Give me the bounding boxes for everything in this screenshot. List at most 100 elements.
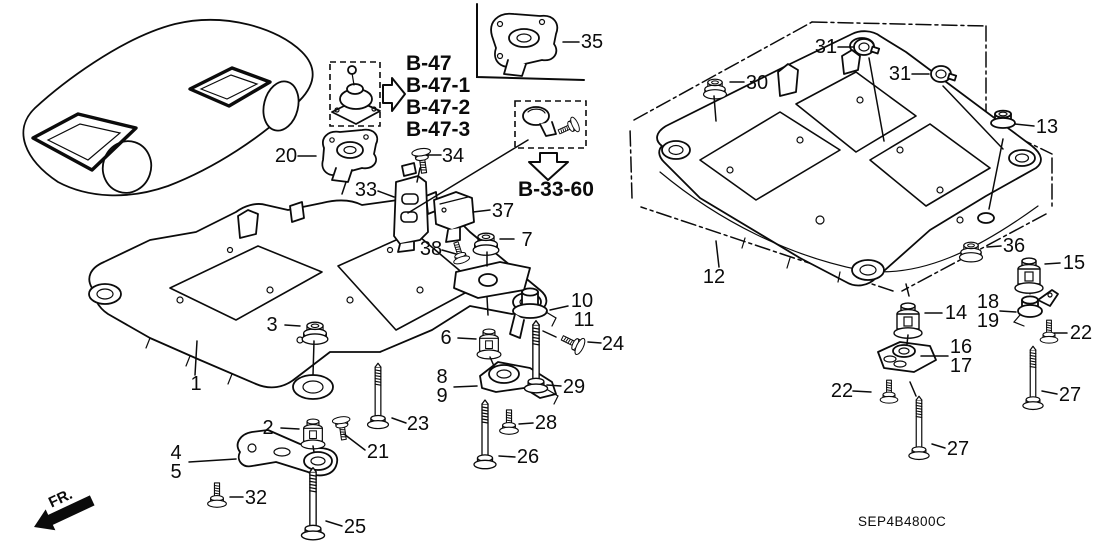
- leader-line: [986, 245, 1002, 248]
- callout-29: 29: [563, 376, 585, 398]
- callout-17: 17: [950, 355, 972, 377]
- bolt-25: [300, 467, 326, 541]
- callout-32: 32: [245, 487, 267, 509]
- bracket-35-drawing: [490, 12, 559, 77]
- callout-9: 9: [436, 385, 447, 407]
- leader-line: [906, 334, 909, 345]
- bolt-27-right: [1022, 345, 1044, 411]
- leader-line: [905, 283, 910, 297]
- leader-line: [931, 443, 946, 449]
- leader-line: [1014, 123, 1035, 127]
- leader-line: [549, 305, 569, 311]
- bolt-22-right: [1039, 319, 1059, 344]
- bracket-33-drawing: [393, 162, 429, 253]
- front-direction-marker: FR.: [34, 486, 95, 531]
- callout-21: 21: [367, 441, 389, 463]
- bolt-27-bottom: [908, 395, 930, 461]
- callout-18: 18: [977, 291, 999, 313]
- right-arrow-icon: [382, 77, 406, 112]
- corner-frame-lines: [476, 3, 585, 81]
- leader-line: [715, 240, 720, 268]
- callout-37: 37: [492, 200, 514, 222]
- arm-4-5-drawing: [236, 429, 339, 477]
- bolt-32: [207, 482, 227, 508]
- leader-line: [391, 417, 407, 424]
- callout-33: 33: [355, 179, 377, 201]
- ref-label-b47-2: B-47-2: [406, 96, 470, 119]
- leader-line: [988, 138, 1004, 210]
- callout-6: 6: [440, 327, 451, 349]
- leader-line: [325, 520, 343, 527]
- callout-5: 5: [170, 461, 181, 483]
- callout-22: 22: [1070, 322, 1092, 344]
- leader-line: [453, 385, 478, 388]
- mount-10-11-drawing: [509, 287, 557, 339]
- leader-line: [343, 433, 366, 451]
- ref-label-b47-1: B-47-1: [406, 74, 471, 97]
- callout-30: 30: [746, 72, 768, 94]
- grommet-7: [472, 232, 500, 256]
- ref-label-b47-3: B-47-3: [406, 118, 470, 141]
- callout-24: 24: [602, 333, 624, 355]
- vehicle-overview-drawing: [22, 19, 314, 197]
- callout-10: 10: [571, 290, 593, 312]
- sensor-reference-block: B-33-60: [514, 100, 594, 201]
- leader-line: [341, 181, 347, 195]
- leader-line: [284, 324, 301, 327]
- leader-line: [377, 190, 395, 198]
- bushing-14: [893, 302, 923, 339]
- bushing-2: [300, 418, 326, 450]
- callout-25: 25: [344, 516, 366, 538]
- leader-line: [194, 340, 198, 376]
- leader-line: [942, 85, 1004, 150]
- leader-line: [909, 381, 917, 397]
- callout-numbers: 1234567891011121314151617181920212222232…: [170, 31, 1092, 538]
- bolt-22-left: [879, 379, 899, 404]
- callout-1: 1: [190, 373, 201, 395]
- callout-20: 20: [275, 145, 297, 167]
- bolt-26: [473, 399, 497, 470]
- leader-line: [713, 95, 717, 122]
- front-subframe-drawing: [88, 191, 548, 400]
- callout-13: 13: [1036, 116, 1058, 138]
- leader-line: [868, 57, 885, 142]
- callout-14: 14: [945, 302, 967, 324]
- callout-28: 28: [535, 412, 557, 434]
- bracket-35-box: [476, 3, 585, 81]
- leader-line: [587, 341, 602, 344]
- callout-11: 11: [574, 309, 595, 331]
- mount-18-19-drawing: [1012, 286, 1059, 327]
- rear-subframe-outline: [656, 30, 1042, 287]
- leader-line: [486, 296, 489, 316]
- callout-2: 2: [262, 417, 273, 439]
- car-body-outline: [22, 19, 314, 197]
- callout-12: 12: [703, 266, 725, 288]
- leader-line: [280, 427, 300, 430]
- callout-22: 22: [831, 380, 853, 402]
- leader-line: [489, 356, 495, 367]
- callout-23: 23: [407, 413, 429, 435]
- callout-27: 27: [1059, 384, 1081, 406]
- callout-27: 27: [947, 438, 969, 460]
- callout-38: 38: [420, 238, 442, 260]
- rear-subframe-drawing: [629, 21, 1053, 292]
- leader-line: [546, 384, 562, 387]
- ref-label-b33-60: B-33-60: [518, 178, 594, 201]
- leader-line: [852, 390, 872, 393]
- callout-15: 15: [1063, 252, 1085, 274]
- car-front-subframe-highlight: [31, 112, 138, 172]
- grommet-30: [702, 78, 728, 100]
- leader-line: [498, 455, 516, 458]
- leader-line: [312, 340, 315, 376]
- car-rear-subframe-highlight: [188, 66, 272, 108]
- sensor-dashed-box: [514, 100, 587, 149]
- diagram-code: SEP4B4800C: [858, 514, 946, 529]
- bracket-20-drawing: [321, 128, 379, 183]
- plate-16-17-drawing: [877, 341, 937, 373]
- nut-13-drawing: [990, 109, 1016, 129]
- leader-lines: [188, 41, 1068, 527]
- leader-line: [1044, 262, 1061, 265]
- car-front-subframe-inner: [46, 123, 122, 161]
